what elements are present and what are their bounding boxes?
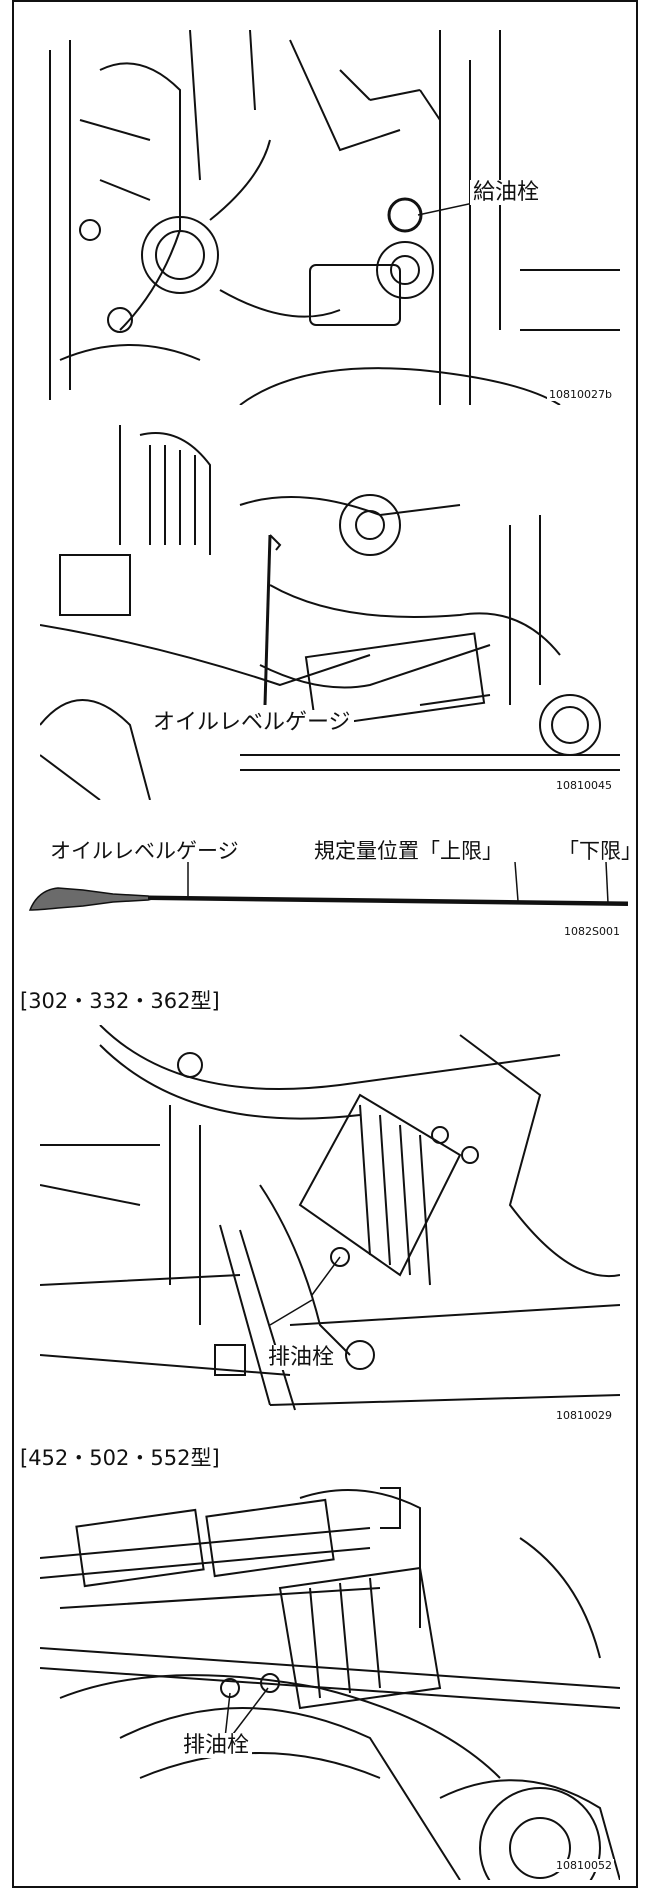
dipstick-location-illustration: オイルレベルゲージ 10810045 <box>40 425 620 800</box>
fill-plug-illustration: 給油栓 10810027b <box>40 30 620 405</box>
drain-plug-illustration-small-models: 排油栓 10810029 <box>40 1025 620 1430</box>
dipstick-upper-limit-label: 規定量位置「上限」 <box>314 839 503 863</box>
figure-code: 10810029 <box>554 1409 614 1422</box>
figure-code: 1082S001 <box>562 925 622 938</box>
dipstick-illustration: 1082S001 <box>28 860 628 940</box>
dipstick-location-label: オイルレベルゲージ <box>150 710 354 736</box>
drain-plug-illustration-large-models: 排油栓 10810052 <box>40 1478 620 1880</box>
fill-plug-label: 給油栓 <box>470 180 543 206</box>
dipstick-gauge-label: オイルレベルゲージ <box>50 839 239 863</box>
drain-plug-label: 排油栓 <box>180 1733 253 1759</box>
dipstick-lower-limit-label: 「下限」 <box>558 839 642 863</box>
page-frame <box>12 0 638 1888</box>
figure-code: 10810045 <box>554 779 614 792</box>
figure-code: 10810052 <box>554 1859 614 1872</box>
model-heading-452-502-552: [452・502・552型] <box>20 1446 220 1470</box>
model-heading-302-332-362: [302・332・362型] <box>20 989 220 1013</box>
drain-plug-label: 排油栓 <box>265 1345 338 1371</box>
figure-code: 10810027b <box>547 388 614 401</box>
